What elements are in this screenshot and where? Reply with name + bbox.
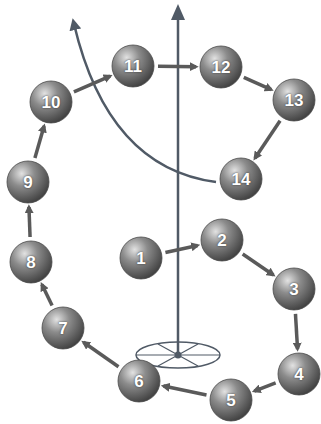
flow-arrow [295,314,297,349]
flow-arrow [255,121,280,158]
step-number: 8 [26,254,35,271]
flow-arrow [254,383,275,391]
step-number: 1 [136,250,145,267]
step-number: 14 [232,171,251,188]
sphere-circle [201,219,243,261]
sphere-circle [200,46,242,88]
sphere-circle [278,353,320,395]
axis-arrowhead [171,4,185,20]
numbered-sphere: 4 [277,352,321,396]
sphere-circle [42,307,84,349]
step-number: 3 [289,281,298,298]
numbered-sphere: 5 [209,378,253,422]
step-number: 4 [294,366,303,383]
flow-arrow [243,254,274,275]
flow-arrow [84,342,119,366]
sphere-circle [273,79,315,121]
flow-arrow [42,284,52,305]
numbered-sphere: 9 [6,160,50,204]
flow-arrow [29,207,30,237]
sphere-circle [7,161,49,203]
sphere-circle [220,158,262,200]
flow-arrow [163,386,206,395]
step-number: 10 [42,94,61,111]
step-number: 5 [226,392,235,409]
sphere-circle [210,379,252,421]
numbered-sphere: 11 [111,44,155,88]
step-number: 9 [23,174,32,191]
sphere-circle [30,81,72,123]
sphere-circle [118,360,160,402]
sphere-circle [10,241,52,283]
flow-arrow [35,126,44,158]
flow-arrow [165,245,197,252]
step-number: 2 [217,232,226,249]
flow-arrow [158,65,196,69]
numbered-sphere: 7 [41,306,85,350]
numbered-sphere: 2 [200,218,244,262]
step-number: 12 [212,59,231,76]
numbered-sphere: 6 [117,359,161,403]
step-number: 11 [124,58,142,75]
step-number: 6 [134,373,143,390]
sphere-circle [120,237,162,279]
numbered-sphere: 10 [29,80,73,124]
step-number: 13 [285,92,304,109]
sphere-circle [112,45,154,87]
flow-arrow [74,76,110,92]
numbered-sphere: 1 [119,236,163,280]
curved-arrow [74,24,216,182]
numbered-sphere: 8 [9,240,53,284]
numbered-sphere: 3 [272,267,316,311]
numbered-sphere: 12 [199,45,243,89]
numbered-sphere: 14 [219,157,263,201]
step-number: 7 [58,320,67,337]
flow-arrow [244,77,271,89]
sphere-circle [273,268,315,310]
numbered-sphere: 13 [272,78,316,122]
